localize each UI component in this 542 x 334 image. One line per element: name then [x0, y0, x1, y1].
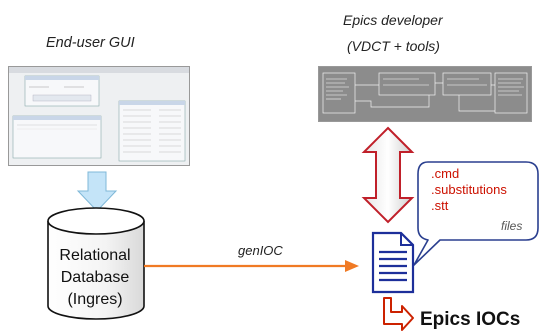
- epics-iocs-label: Epics IOCs: [420, 309, 521, 330]
- gui-thumbnail-graphic: [9, 67, 189, 162]
- files-label: files: [501, 219, 523, 233]
- vdct-screenshot: [318, 66, 532, 122]
- database-cylinder: [47, 207, 145, 320]
- end-user-gui-label: End-user GUI: [46, 35, 135, 51]
- database-label-line2: Database: [60, 269, 130, 286]
- database-label-line1: Relational: [59, 247, 131, 264]
- end-user-gui-screenshot: [8, 66, 190, 166]
- files-speech-bubble: [413, 161, 539, 266]
- vdct-thumbnail-graphic: [319, 67, 531, 121]
- genioc-arrow: [144, 260, 359, 272]
- developer-files-double-arrow: [361, 126, 415, 224]
- document-icon: [371, 231, 415, 294]
- file-type-stt: .stt: [431, 198, 449, 213]
- red-curved-arrow-icon: [383, 297, 414, 331]
- gui-to-database-arrow: [76, 171, 118, 212]
- epics-developer-label: Epics developer: [343, 12, 443, 28]
- file-type-cmd: .cmd: [431, 166, 460, 181]
- file-type-substitutions: .substitutions: [431, 182, 507, 197]
- vdct-tools-label: (VDCT + tools): [347, 38, 440, 54]
- database-label-line3: (Ingres): [67, 291, 123, 308]
- genioc-label: genIOC: [238, 243, 283, 258]
- file-types-list: .cmd .substitutions .stt: [431, 166, 507, 214]
